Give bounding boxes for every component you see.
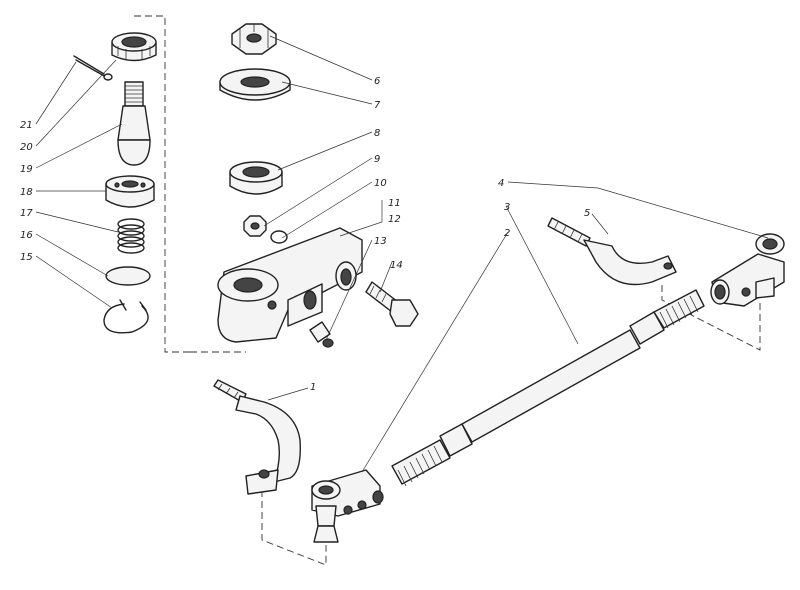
label-7: 7 [374,100,381,111]
cotter-pin [73,55,113,81]
bolt [365,281,419,327]
label-17: 17 [20,208,33,219]
right-steering-arm [547,217,677,286]
castle-nut-lower [231,23,277,55]
grease-nipple [309,321,334,348]
label-15: 15 [20,252,33,263]
label-8: 8 [374,128,380,139]
hex-nut [243,215,267,237]
label-19: 19 [20,164,33,175]
label-13: 13 [374,236,387,247]
label-10: 10 [374,178,387,189]
ball-pin [117,81,151,166]
retaining-ring [103,299,149,334]
leader-lines [35,35,769,473]
sealing-disc [105,266,151,286]
label-5: 5 [584,208,590,219]
label-11: 11 [388,198,401,209]
left-steering-arm [213,379,301,495]
label-16: 16 [20,230,33,241]
label-4: 4 [498,178,504,189]
label-20: 20 [20,142,33,153]
tie-rod-end-housing [217,227,363,343]
washer [219,68,291,101]
label-1: 1 [310,382,316,393]
label-6: 6 [374,76,380,87]
ball-seat [105,175,155,208]
part-number-labels: 21 20 19 18 17 16 15 6 7 8 9 10 11 12 13… [20,76,590,393]
label-18: 18 [20,187,33,198]
label-2: 2 [504,228,510,239]
label-21: 21 [20,120,33,131]
left-tie-rod-end [311,469,384,543]
assembly-dashed-lines [134,15,761,566]
dust-cover [229,161,283,195]
spring [117,218,145,254]
right-tie-rod-end [710,233,785,307]
tie-rod-tube [391,289,705,487]
castle-nut-upper [111,32,157,62]
label-9: 9 [374,154,380,165]
label-14: 14 [390,260,403,271]
label-12: 12 [388,214,401,225]
lock-washer [270,230,288,244]
label-3: 3 [504,202,510,213]
